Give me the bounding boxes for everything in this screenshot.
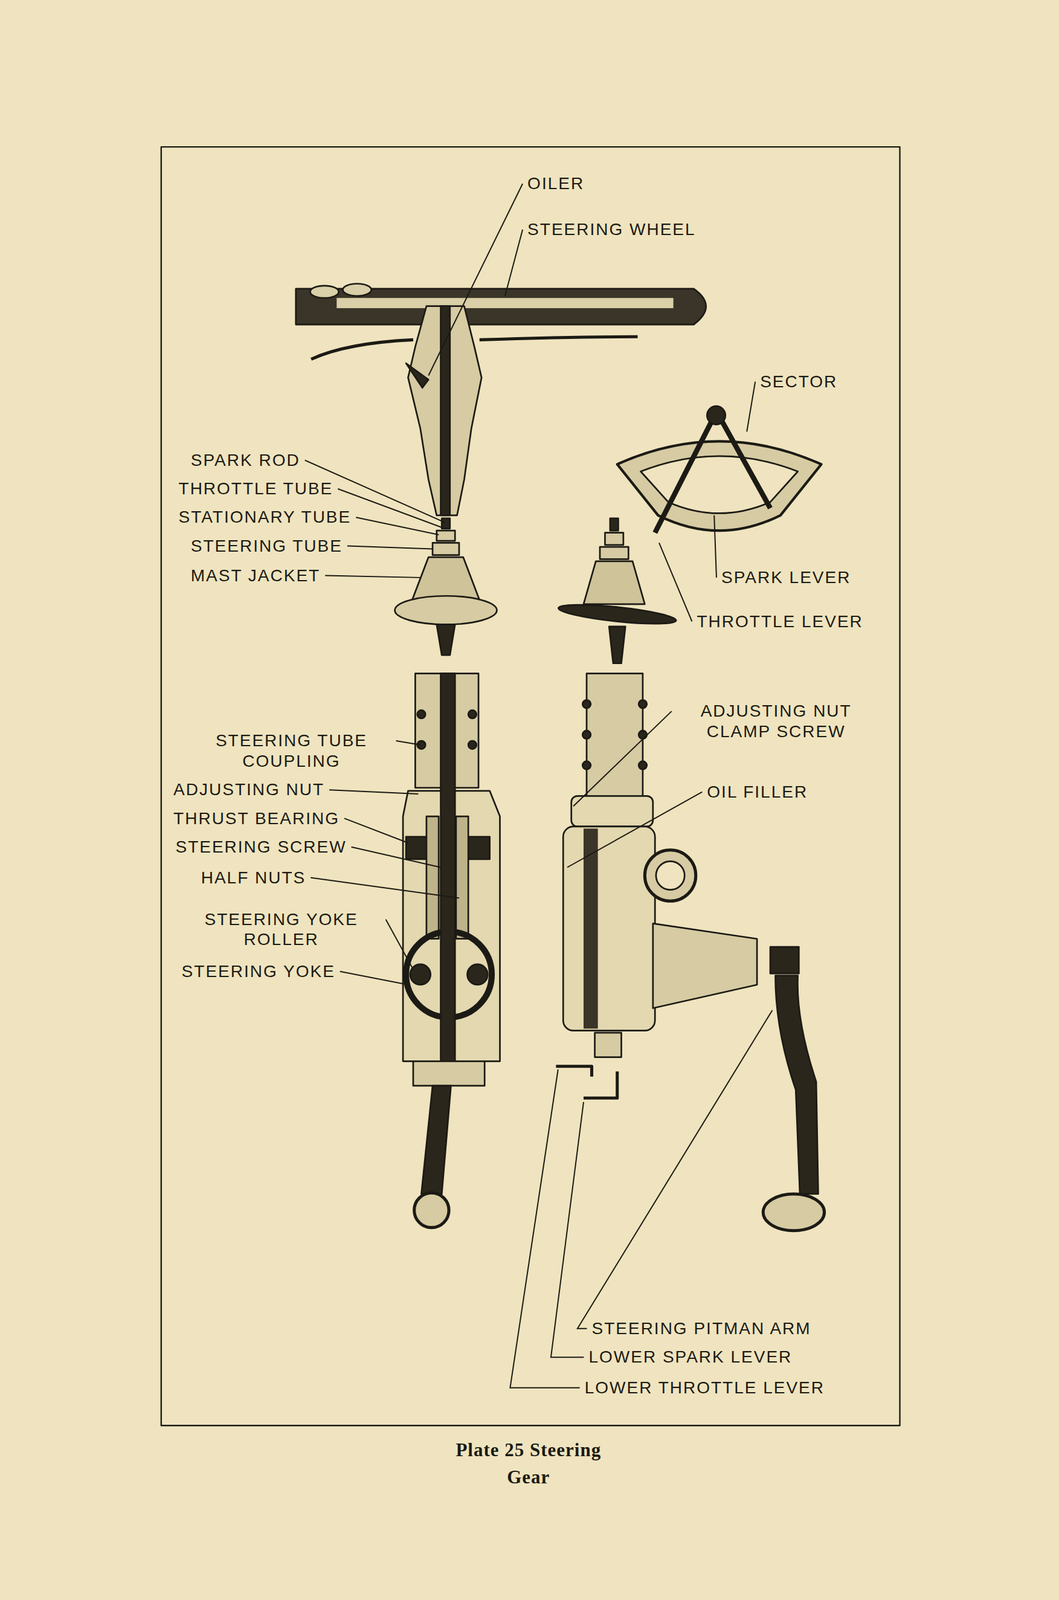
part-label: ADJUSTING NUT	[173, 779, 325, 800]
plate-frame	[161, 146, 901, 1426]
leader-line	[351, 846, 441, 868]
leader-line	[746, 381, 756, 432]
part-label: STEERING YOKE	[181, 961, 336, 982]
part-label: STEERING YOKE ROLLER	[181, 909, 382, 950]
part-label: OILER	[527, 173, 585, 194]
leader-line	[386, 919, 414, 970]
leader-line	[347, 546, 433, 550]
part-label: SECTOR	[759, 371, 838, 393]
part-label: STEERING TUBE COUPLING	[191, 730, 391, 771]
leader-line	[714, 515, 717, 578]
leader-line	[567, 791, 702, 868]
sector	[617, 405, 822, 533]
part-label: STEERING TUBE	[190, 535, 343, 557]
part-label: THRUST BEARING	[173, 808, 340, 829]
mast-jacket	[395, 518, 498, 655]
leader-line	[577, 1010, 773, 1329]
part-label: STATIONARY TUBE	[178, 506, 352, 528]
leader-line	[573, 711, 672, 806]
leader-line	[325, 575, 421, 577]
steering-gear-section	[402, 673, 500, 1228]
leader-line	[505, 229, 523, 297]
plate-caption: Plate 25 Steering Gear	[450, 1436, 608, 1491]
part-label: HALF NUTS	[201, 867, 307, 889]
leader-line	[550, 1101, 584, 1357]
part-label: LOWER THROTTLE LEVER	[584, 1377, 825, 1398]
part-label: LOWER SPARK LEVER	[588, 1346, 792, 1368]
part-label: THROTTLE TUBE	[178, 478, 334, 499]
part-label: SPARK ROD	[190, 450, 301, 471]
part-label: STEERING WHEEL	[527, 219, 696, 240]
leader-line	[395, 740, 420, 745]
part-label: STEERING PITMAN ARM	[592, 1318, 812, 1339]
part-label: SPARK LEVER	[721, 567, 851, 588]
leader-line	[329, 789, 419, 794]
part-label: OIL FILLER	[706, 781, 808, 803]
leader-line	[337, 488, 445, 529]
leader-line	[428, 183, 523, 376]
leader-line	[659, 542, 692, 622]
leader-line	[509, 1069, 580, 1388]
leader-line	[344, 817, 409, 843]
leader-line	[340, 971, 409, 985]
leader-line	[355, 517, 439, 535]
part-label: ADJUSTING NUT CLAMP SCREW	[676, 700, 876, 742]
part-label: THROTTLE LEVER	[696, 611, 863, 632]
part-label: MAST JACKET	[190, 565, 321, 586]
part-label: STEERING SCREW	[175, 836, 347, 858]
leader-line	[310, 877, 460, 898]
